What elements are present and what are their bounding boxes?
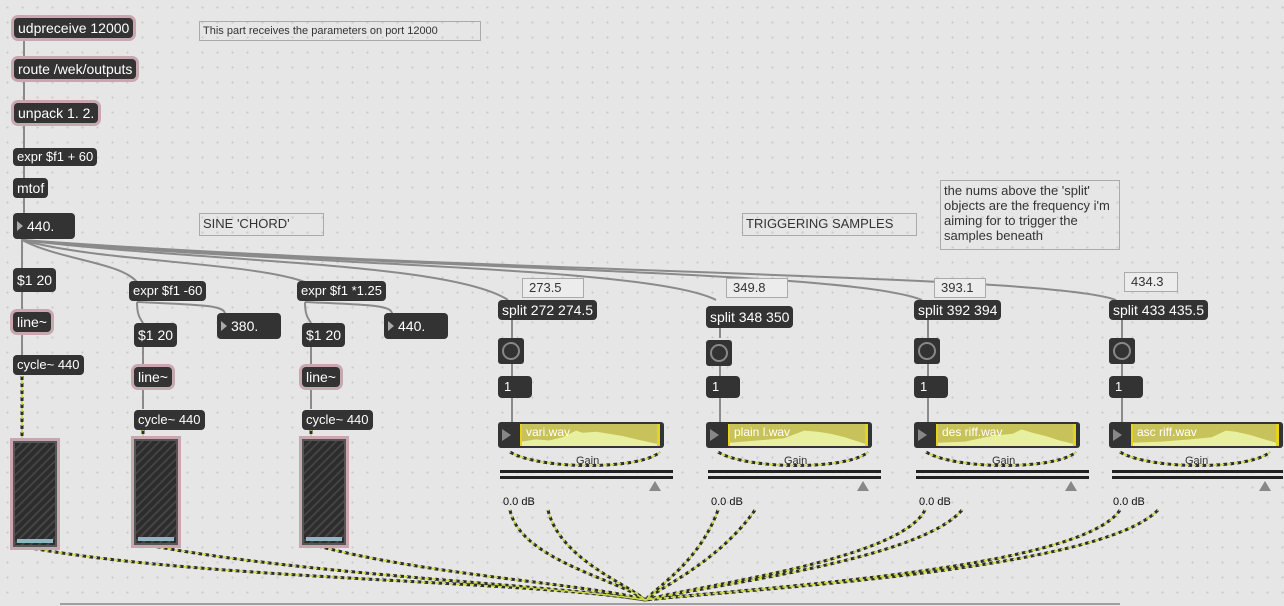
sine1-cycle[interactable]: cycle~ 440 [13,355,84,375]
sample3-bang-button[interactable] [914,338,940,364]
sample2-waveform: plain l.wav [728,424,868,446]
sample4-toggle[interactable]: 1 [1109,376,1143,398]
sample4-waveform: asc riff.wav [1131,424,1279,446]
sample1-waveform: vari.wav [520,424,660,446]
sample4-gain-label: Gain [1185,455,1209,467]
sample4-gain-slider[interactable] [1112,470,1283,491]
sine3-number-value: 440. [398,318,426,334]
sine2-meter[interactable] [134,439,178,545]
sine2-expr[interactable]: expr $f1 -60 [129,281,207,301]
sample2-gain-slider[interactable] [708,470,881,491]
sample3-toggle[interactable]: 1 [914,376,948,398]
sample1-toggle[interactable]: 1 [498,376,532,398]
route-object[interactable]: route /wek/outputs [14,59,137,79]
sine1-meter[interactable] [13,441,57,547]
sample2-toggle[interactable]: 1 [706,376,740,398]
frequency-value: 440. [27,218,55,234]
udpreceive-object[interactable]: udpreceive 12000 [14,18,134,38]
sample1-bang-button[interactable] [498,338,524,364]
sample2-filename: plain l.wav [734,425,791,439]
sample4-filename: asc riff.wav [1137,425,1197,439]
frequency-number-box[interactable]: 440. [13,213,75,239]
sample2-split[interactable]: split 348 350 [706,306,794,328]
sine2-number-value: 380. [231,318,259,334]
play-icon[interactable] [502,429,511,441]
number-arrow-icon [17,221,23,231]
sample2-bang-button[interactable] [706,340,732,366]
sine2-meter-level [138,537,174,541]
sample3-target-number[interactable]: 393.1 [934,278,986,298]
sample2-gain-label: Gain [784,455,808,467]
mtof-object[interactable]: mtof [13,178,49,198]
sample1-target-number[interactable]: 273.5 [522,278,584,298]
sample4-bang-button[interactable] [1109,338,1135,364]
number-arrow-icon [221,321,227,331]
sample3-split[interactable]: split 392 394 [914,300,1002,320]
sine2-msg[interactable]: $1 20 [134,323,178,347]
sine1-msg[interactable]: $1 20 [13,268,57,292]
sine3-msg[interactable]: $1 20 [302,323,346,347]
sample2-db-label: 0.0 dB [711,496,743,508]
play-icon[interactable] [1113,429,1122,441]
sample1-filename: vari.wav [526,425,571,439]
port-comment[interactable]: This part receives the parameters on por… [199,21,481,41]
number-arrow-icon [388,321,394,331]
play-icon[interactable] [710,429,719,441]
sample3-gain-label: Gain [992,455,1016,467]
sine2-cycle[interactable]: cycle~ 440 [134,410,205,430]
play-icon[interactable] [918,429,927,441]
split-explanation-comment[interactable]: the nums above the 'split' objects are t… [940,180,1120,250]
sine2-line[interactable]: line~ [134,367,172,387]
sine3-meter-level [306,537,342,541]
sample3-slider-thumb[interactable] [1065,481,1077,491]
sine1-line[interactable]: line~ [13,312,51,332]
sample3-db-label: 0.0 dB [919,496,951,508]
sample1-slider-thumb[interactable] [649,481,661,491]
sample2-slider-thumb[interactable] [857,481,869,491]
sine3-number-box[interactable]: 440. [384,313,448,339]
sample1-gain-slider[interactable] [500,470,673,491]
sample3-filename: des riff.wav [942,425,1003,439]
sample2-target-number[interactable]: 349.8 [726,278,788,298]
sample4-split[interactable]: split 433 435.5 [1109,300,1209,320]
sample3-gain-slider[interactable] [916,470,1089,491]
sample1-db-label: 0.0 dB [503,496,535,508]
sample1-sfplay[interactable]: vari.wav [498,422,664,448]
expr-plus-60-object[interactable]: expr $f1 + 60 [13,148,98,166]
sine1-meter-level [17,539,53,543]
sample1-gain-label: Gain [576,455,600,467]
sine-chord-comment[interactable]: SINE 'CHORD' [199,213,324,236]
unpack-object[interactable]: unpack 1. 2. [14,103,99,123]
sample2-sfplay[interactable]: plain l.wav [706,422,872,448]
triggering-samples-comment[interactable]: TRIGGERING SAMPLES [742,213,917,236]
sample4-sfplay[interactable]: asc riff.wav [1109,422,1283,448]
sample1-split[interactable]: split 272 274.5 [498,300,598,320]
sample3-sfplay[interactable]: des riff.wav [914,422,1080,448]
sample4-slider-thumb[interactable] [1259,481,1271,491]
sine2-number-box[interactable]: 380. [217,313,281,339]
sine3-meter[interactable] [302,439,346,545]
sine3-line[interactable]: line~ [302,367,340,387]
sample4-target-number[interactable]: 434.3 [1124,272,1178,292]
sine3-expr[interactable]: expr $f1 *1.25 [297,281,386,301]
sine3-cycle[interactable]: cycle~ 440 [302,410,373,430]
sample3-waveform: des riff.wav [936,424,1076,446]
sample4-db-label: 0.0 dB [1113,496,1145,508]
